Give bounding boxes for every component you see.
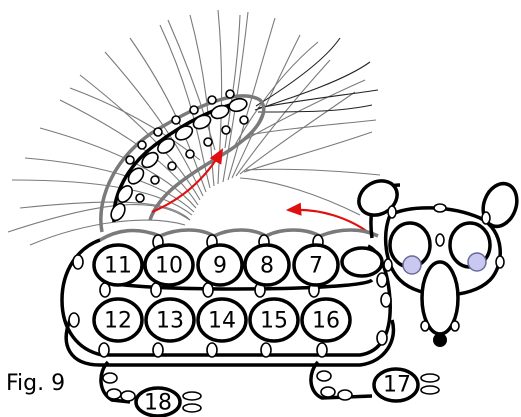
ring-label-15: 15 [260,309,288,334]
figure-caption: Fig. 9 [6,371,65,396]
ring-13: 13 [144,297,196,343]
eye-left [402,255,422,275]
ring-8: 8 [243,243,291,287]
ring-9: 9 [196,243,244,287]
eye-right [467,252,487,272]
tail-fringe [7,9,381,246]
leg-back: 18 [99,360,202,417]
ring-label-10: 10 [155,254,183,279]
ring-10: 10 [143,243,195,287]
ring-15: 15 [248,297,300,343]
ring-label-17: 17 [383,373,411,398]
ring-16: 16 [300,297,352,343]
ring-label-8: 8 [260,254,274,279]
nose [433,333,447,347]
ring-12: 12 [92,297,144,343]
ring-18 [134,386,182,417]
ear-left [357,179,399,217]
ring-label-18: 18 [144,391,172,416]
leg-front: 17 [309,360,440,403]
ring-label-13: 13 [156,309,184,334]
ring-label-16: 16 [312,309,340,334]
ring-unlabeled [340,246,384,278]
ring-label-11: 11 [104,254,132,279]
ring-label-14: 14 [208,309,236,334]
ring-14: 14 [196,297,248,343]
ring-label-9: 9 [213,254,227,279]
ring-label-12: 12 [104,309,132,334]
head [357,179,519,347]
ring-11: 11 [92,243,144,287]
ring-label-7: 7 [309,254,323,279]
tail-chain [99,89,266,233]
tail-chain-links [110,89,249,222]
ring-7: 7 [292,243,340,287]
direction-arrow-tail [151,148,224,214]
ring-17 [372,367,420,403]
